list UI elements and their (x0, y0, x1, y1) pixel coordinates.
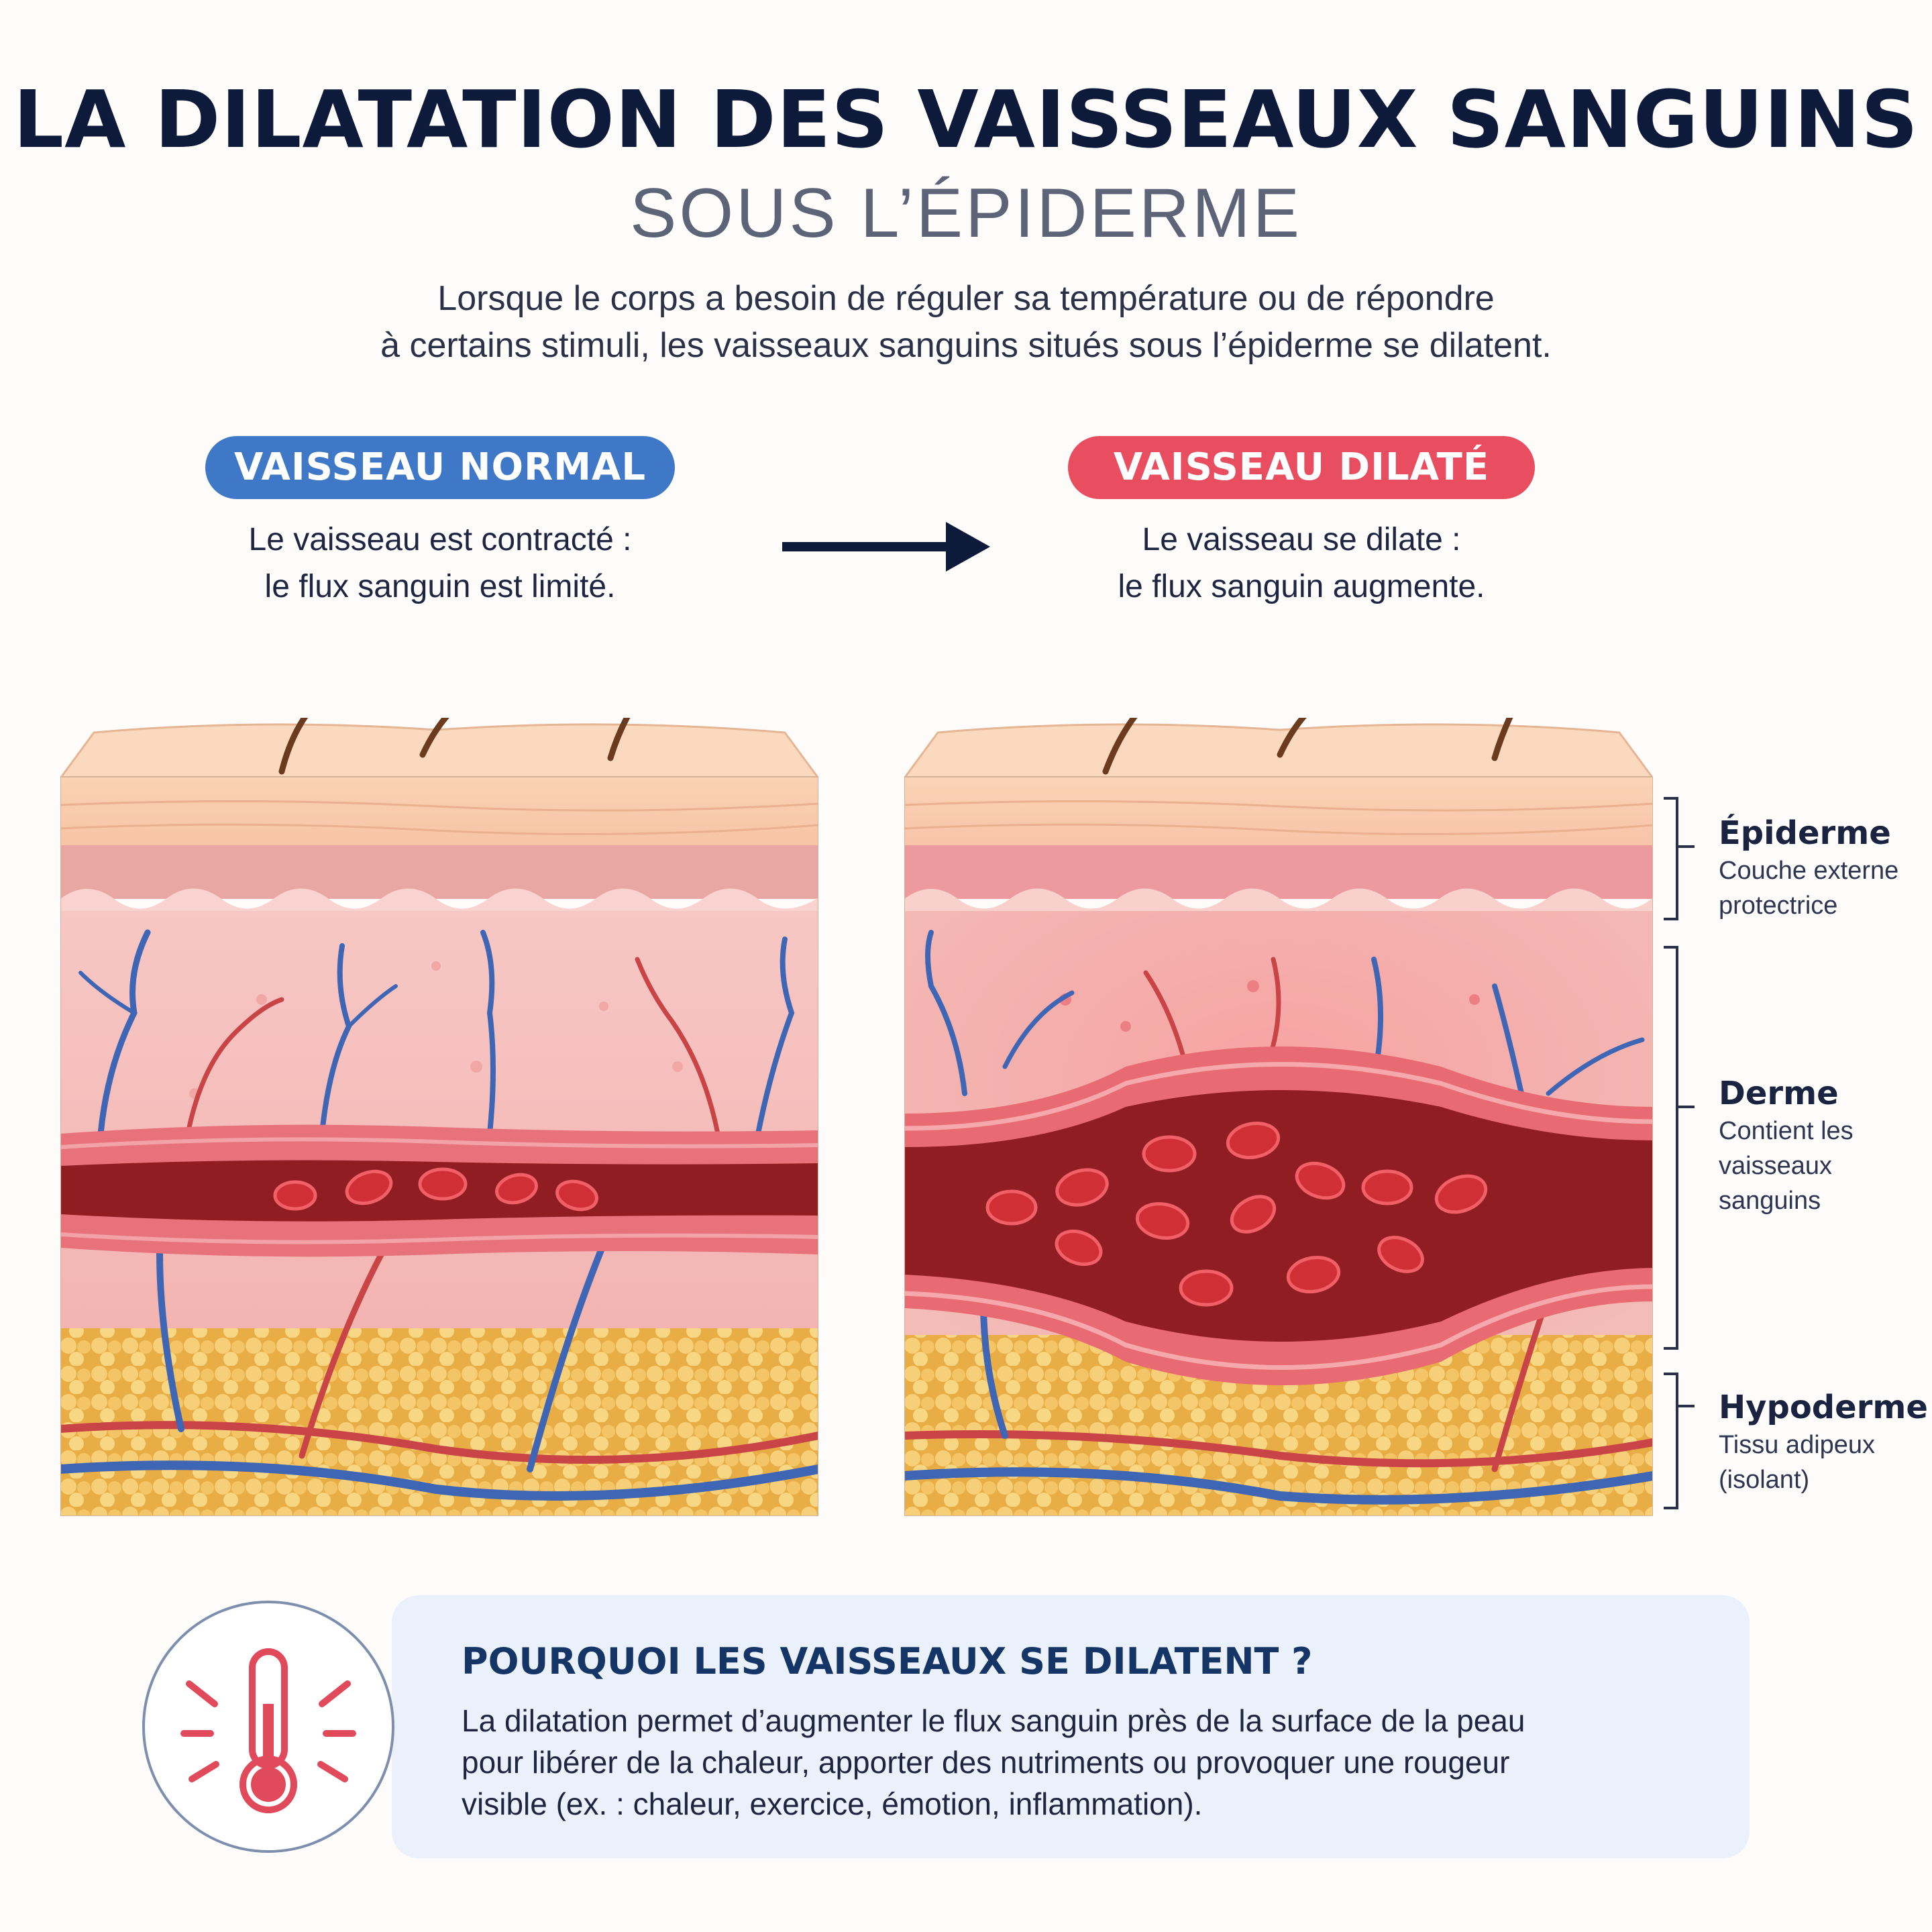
layer-desc-epiderme-1: Couche externe (1719, 857, 1899, 885)
intro-text: Lorsque le corps a besoin de réguler sa … (228, 275, 1704, 369)
dilated-desc-line-1: Le vaisseau se dilate : (1142, 522, 1461, 557)
info-line-2: pour libérer de la chaleur, apporter des… (462, 1745, 1510, 1780)
red-blood-cells (985, 1122, 1488, 1307)
layer-label-derme: Derme Contient les vaisseaux sanguins (1719, 1073, 1920, 1218)
arrow-right-icon (782, 522, 990, 572)
normal-desc-line-2: le flux sanguin est limité. (264, 569, 616, 604)
layer-label-hypoderme: Hypoderme Tissu adipeux (isolant) (1719, 1387, 1928, 1497)
info-line-3: visible (ex. : chaleur, exercice, émotio… (462, 1786, 1203, 1821)
layer-title-hypoderme: Hypoderme (1719, 1389, 1928, 1426)
layer-desc-derme-1: Contient les (1719, 1117, 1854, 1145)
layer-desc-derme-2: vaisseaux (1719, 1152, 1832, 1180)
layer-desc-hypoderme-1: Tissu adipeux (1719, 1431, 1876, 1459)
info-text: La dilatation permet d’augmenter le flux… (462, 1700, 1736, 1825)
normal-desc-line-1: Le vaisseau est contracté : (248, 522, 632, 557)
normal-vessel-description: Le vaisseau est contracté : le flux sang… (172, 517, 708, 610)
thermometer-badge (142, 1601, 394, 1853)
info-box (392, 1595, 1750, 1858)
info-heading: POURQUOI LES VAISSEAUX SE DILATENT ? (462, 1640, 1313, 1682)
dilated-vessel-description: Le vaisseau se dilate : le flux sanguin … (1033, 517, 1570, 610)
layer-brackets (1664, 797, 1695, 1509)
layer-title-derme: Derme (1719, 1075, 1839, 1112)
layer-title-epiderme: Épiderme (1719, 814, 1891, 852)
layer-desc-epiderme-2: protectrice (1719, 892, 1838, 920)
normal-vessel-label: VAISSEAU NORMAL (205, 436, 675, 499)
skin-cross-section-dilated (904, 718, 1653, 1516)
dilated-vessel-label: VAISSEAU DILATÉ (1068, 436, 1535, 499)
page-subtitle: SOUS L’ÉPIDERME (629, 174, 1303, 252)
intro-line-1: Lorsque le corps a besoin de réguler sa … (437, 279, 1495, 318)
red-blood-cells (273, 1167, 598, 1212)
layer-desc-hypoderme-2: (isolant) (1719, 1466, 1810, 1494)
layer-label-epiderme: Épiderme Couche externe protectrice (1719, 813, 1920, 923)
dilated-desc-line-2: le flux sanguin augmente. (1118, 569, 1485, 604)
skin-surface (60, 723, 818, 780)
intro-line-2: à certains stimuli, les vaisseaux sangui… (380, 326, 1552, 365)
page-title: LA DILATATION DES VAISSEAUX SANGUINS (13, 73, 1919, 166)
thermometer-icon (180, 1648, 356, 1813)
blood-vessel-lumen (904, 1090, 1653, 1342)
info-line-1: La dilatation permet d’augmenter le flux… (462, 1703, 1525, 1738)
layer-desc-derme-3: sanguins (1719, 1187, 1821, 1215)
skin-cross-section-normal (60, 718, 818, 1516)
